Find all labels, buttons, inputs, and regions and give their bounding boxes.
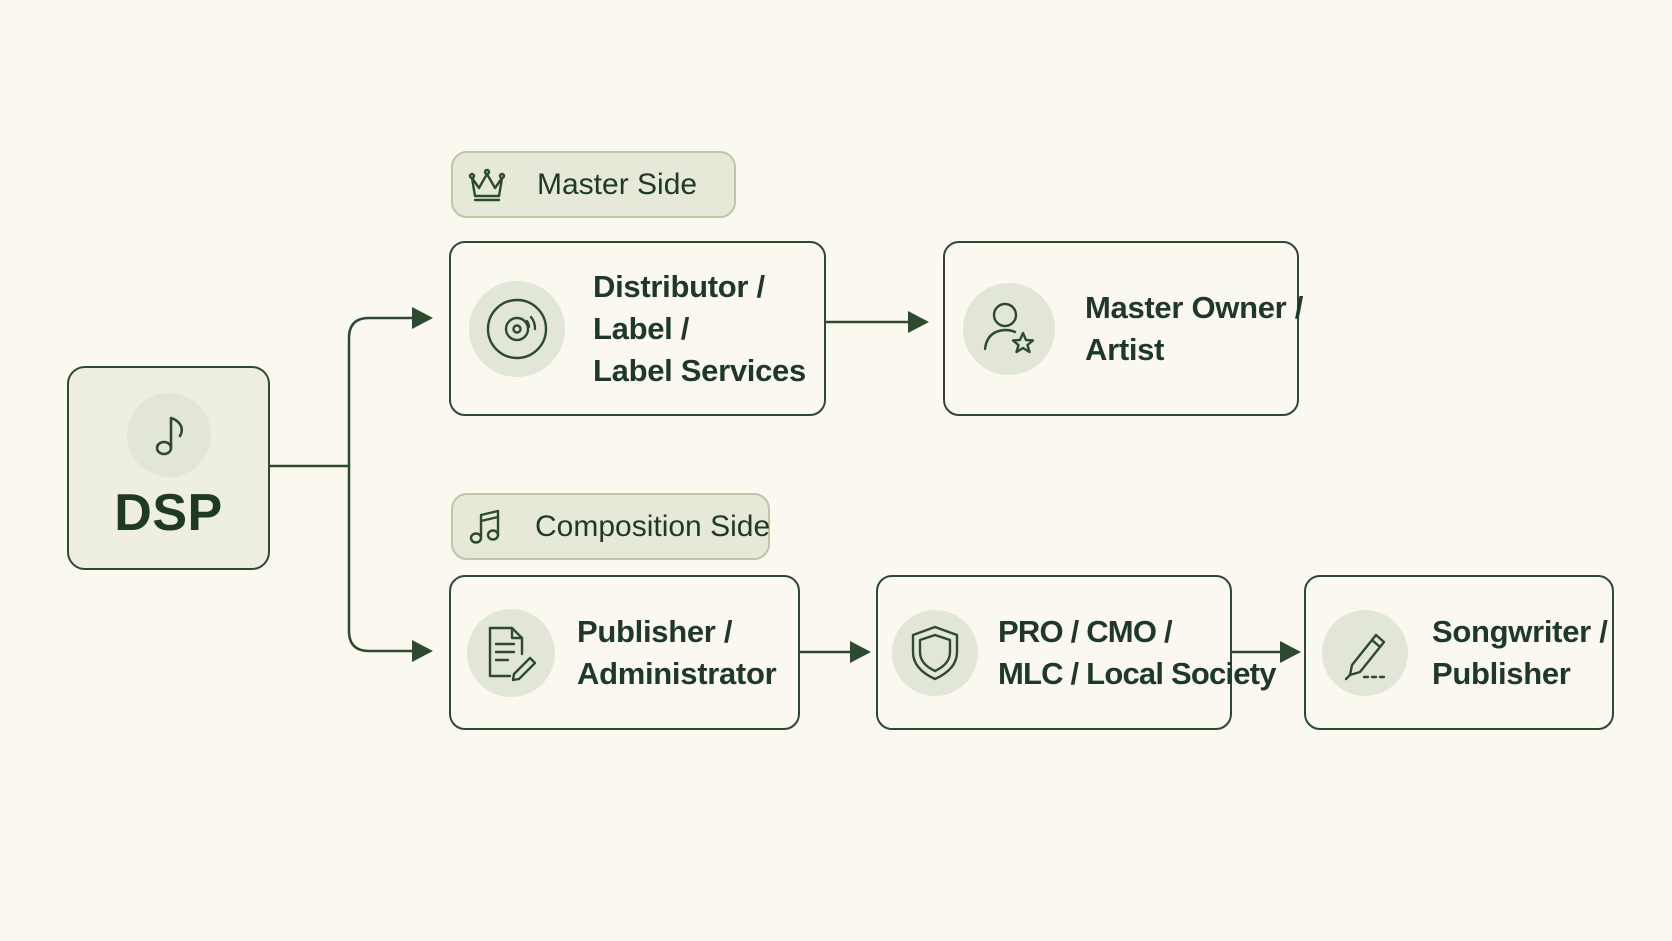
pro-node: PRO / CMO / MLC / Local Society: [876, 575, 1276, 730]
pro-label: PRO / CMO / MLC / Local Society: [998, 611, 1276, 695]
pen-icon: [1322, 609, 1408, 696]
publisher-label: Publisher / Administrator: [577, 611, 777, 695]
arrowhead-owner: [908, 311, 929, 333]
distributor-label-line: Label Services: [593, 352, 806, 388]
distributor-label-line: Distributor /: [593, 268, 765, 304]
vinyl-record-icon: [469, 280, 565, 377]
document-pen-icon: [467, 608, 555, 697]
person-star-icon: [963, 282, 1055, 375]
arrowhead-songwriter: [1280, 641, 1301, 663]
master-side-label: Master Side: [537, 167, 698, 201]
shield-icon: [892, 609, 978, 696]
branch-to-master-line: [347, 316, 416, 468]
branch-to-composition-line: [347, 464, 416, 653]
master-side-tag: Master Side: [451, 151, 736, 218]
songwriter-node: Songwriter / Publisher: [1304, 575, 1614, 730]
songwriter-label-line: Songwriter /: [1432, 613, 1608, 649]
arrowhead-master: [412, 307, 433, 329]
pro-label-line: PRO / CMO /: [998, 613, 1173, 649]
publisher-label-line: Administrator: [577, 655, 777, 691]
arrowhead-composition: [412, 640, 433, 662]
composition-side-label: Composition Side: [535, 509, 771, 543]
distributor-label-line: Label /: [593, 310, 690, 346]
master-owner-label: Master Owner / Artist: [1085, 287, 1303, 371]
dsp-node: DSP: [67, 366, 270, 570]
publisher-label-line: Publisher /: [577, 613, 733, 649]
songwriter-label: Songwriter / Publisher: [1432, 611, 1608, 695]
songwriter-label-line: Publisher: [1432, 655, 1571, 691]
master-owner-label-line: Master Owner /: [1085, 289, 1304, 325]
music-note-icon: [126, 393, 211, 477]
crown-icon: [467, 165, 507, 205]
distributor-label: Distributor / Label / Label Services: [593, 266, 806, 392]
publisher-node: Publisher / Administrator: [449, 575, 800, 730]
composition-side-tag: Composition Side: [451, 493, 770, 560]
master-owner-label-line: Artist: [1085, 331, 1165, 367]
pro-label-line: MLC / Local Society: [998, 655, 1276, 691]
music-notes-icon: [467, 507, 503, 547]
arrowhead-pro: [850, 641, 871, 663]
master-owner-node: Master Owner / Artist: [943, 241, 1303, 416]
distributor-node: Distributor / Label / Label Services: [449, 241, 826, 416]
dsp-title: DSP: [114, 484, 223, 542]
